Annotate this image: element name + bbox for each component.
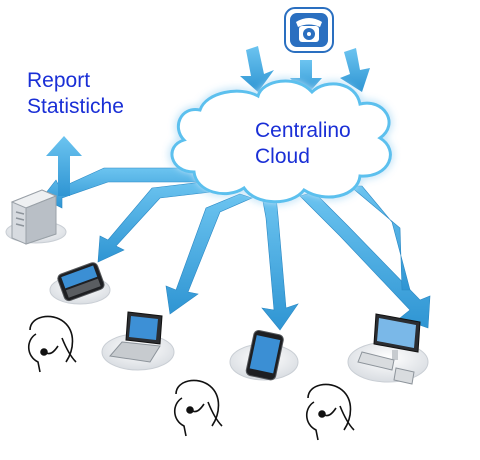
arrow-to-desktop [299,191,431,329]
cloud-shape [170,79,392,204]
arrow-to-laptop [165,193,253,315]
arrow-to-phone-center [261,195,299,331]
laptop-icon [101,311,175,371]
cloud-label-line2: Cloud [255,145,310,168]
smartphone-center-icon [229,330,299,381]
incoming-arrow-right [340,48,370,92]
report-label-line2: Statistiche [27,95,124,118]
arrow-to-report [46,136,82,196]
outgoing-arrows [41,167,431,331]
headset-operator-center-icon [173,379,223,437]
server-icon [5,189,67,245]
report-label-line1: Report [27,69,91,92]
rotary-telephone-icon [284,7,334,53]
smartphone-left-icon [49,262,111,305]
headset-operator-left-icon [27,315,77,373]
desktop-computer-icon [347,313,429,385]
report-statistiche-label: Report Statistiche [27,68,124,120]
incoming-arrow-left [240,46,274,92]
arrow-to-desktop-upper [349,185,411,291]
centralino-cloud-label: Centralino Cloud [255,118,351,170]
cloud-label-line1: Centralino [255,119,351,142]
headset-operator-right-icon [305,383,355,441]
